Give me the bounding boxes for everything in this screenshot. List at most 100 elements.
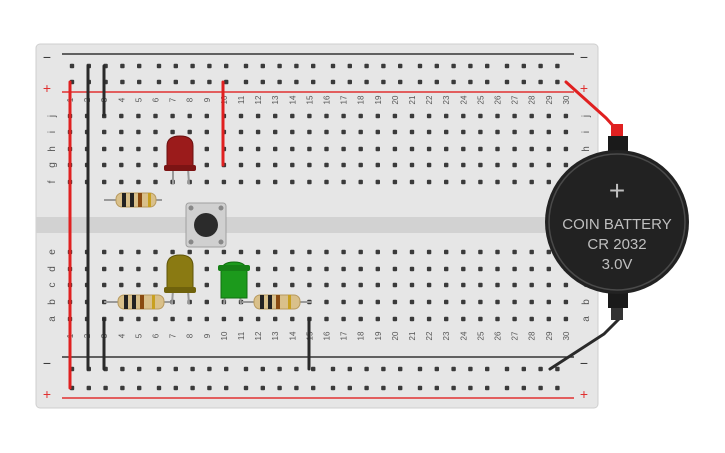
rail-hole — [260, 63, 265, 69]
hole-b20 — [392, 299, 398, 305]
hole-e8 — [187, 249, 192, 255]
hole-d16 — [324, 266, 329, 272]
rail-hole — [277, 366, 282, 372]
column-label-top: 28 — [528, 95, 537, 104]
hole-g25 — [478, 162, 483, 168]
column-label-bottom: 12 — [254, 331, 263, 340]
hole-b28 — [529, 299, 534, 305]
column-label-bottom: 19 — [374, 331, 383, 340]
hole-f19 — [375, 179, 380, 185]
column-label-top: 26 — [494, 95, 503, 104]
hole-f24 — [461, 179, 466, 185]
hole-a26 — [495, 316, 500, 322]
hole-f20 — [392, 179, 398, 185]
column-label-top: 9 — [203, 97, 212, 102]
hole-a8 — [187, 316, 192, 322]
hole-i15 — [307, 129, 312, 135]
row-label: i — [581, 131, 592, 133]
hole-i5 — [136, 129, 141, 135]
hole-e29 — [546, 249, 551, 255]
hole-f14 — [290, 179, 295, 185]
hole-j18 — [358, 113, 363, 119]
rail-hole — [485, 79, 490, 85]
column-label-bottom: 18 — [357, 331, 366, 340]
rail-hole — [173, 63, 178, 69]
hole-f3 — [102, 179, 107, 185]
hole-d12 — [255, 266, 261, 272]
hole-i27 — [512, 129, 517, 135]
hole-d6 — [153, 266, 158, 272]
column-label-top: 15 — [305, 95, 314, 104]
row-label: h — [47, 146, 58, 152]
hole-h4 — [119, 146, 124, 152]
rail-hole — [224, 385, 229, 391]
hole-h26 — [495, 146, 500, 152]
column-label-bottom: 25 — [476, 331, 485, 340]
rail-hole — [190, 366, 195, 372]
rail-hole — [260, 366, 265, 372]
rail-hole — [330, 366, 336, 372]
hole-c30 — [563, 282, 569, 288]
hole-b22 — [426, 299, 432, 305]
column-label-top: 8 — [186, 97, 195, 102]
rail-hole — [190, 79, 195, 85]
hole-g16 — [324, 162, 329, 168]
hole-a29 — [546, 316, 551, 322]
hole-d27 — [512, 266, 517, 272]
rail-hole — [207, 63, 212, 69]
hole-j5 — [136, 113, 141, 119]
rail-hole — [468, 385, 473, 391]
hole-e21 — [409, 249, 415, 255]
hole-a12 — [255, 316, 261, 322]
column-label-top: 30 — [562, 95, 571, 104]
hole-c17 — [341, 282, 346, 288]
rail-hole — [504, 63, 510, 69]
hole-b19 — [375, 299, 380, 305]
rail-hole — [538, 79, 543, 85]
hole-h5 — [136, 146, 141, 152]
hole-d23 — [444, 266, 449, 272]
hole-f28 — [529, 179, 534, 185]
hole-i3 — [102, 129, 107, 135]
hole-e12 — [255, 249, 261, 255]
rail-hole — [243, 63, 249, 69]
pushbutton[interactable] — [185, 202, 227, 248]
hole-d9 — [204, 266, 209, 272]
hole-a30 — [563, 316, 569, 322]
rail-hole — [137, 366, 142, 372]
rail-hole — [120, 79, 125, 85]
hole-c13 — [273, 282, 278, 288]
hole-g21 — [409, 162, 415, 168]
hole-c14 — [290, 282, 295, 288]
hole-i4 — [119, 129, 124, 135]
hole-h22 — [426, 146, 432, 152]
rail-hole — [224, 79, 229, 85]
battery-plus-symbol: + — [609, 175, 625, 206]
hole-f10 — [221, 179, 227, 185]
rail-hole — [504, 79, 510, 85]
hole-a9 — [204, 316, 209, 322]
rail-hole — [207, 385, 212, 391]
column-label-top: 27 — [511, 95, 520, 104]
hole-j6 — [153, 113, 158, 119]
rail-sign-bottom-minus-left: − — [43, 355, 51, 371]
rail-hole — [521, 385, 526, 391]
rail-sign-top-plus-left: + — [43, 80, 51, 96]
hole-i23 — [444, 129, 449, 135]
rail-hole — [364, 79, 369, 85]
hole-c26 — [495, 282, 500, 288]
hole-a18 — [358, 316, 363, 322]
hole-f27 — [512, 179, 517, 185]
hole-i28 — [529, 129, 534, 135]
hole-g29 — [546, 162, 551, 168]
rail-sign-top-plus-right: + — [580, 80, 588, 96]
row-label: b — [581, 299, 592, 305]
hole-c20 — [392, 282, 398, 288]
hole-h3 — [102, 146, 107, 152]
rail-hole — [381, 63, 386, 69]
rail-hole — [120, 385, 125, 391]
rail-hole — [398, 385, 403, 391]
hole-g24 — [461, 162, 466, 168]
row-label: g — [47, 162, 58, 168]
hole-h29 — [546, 146, 551, 152]
